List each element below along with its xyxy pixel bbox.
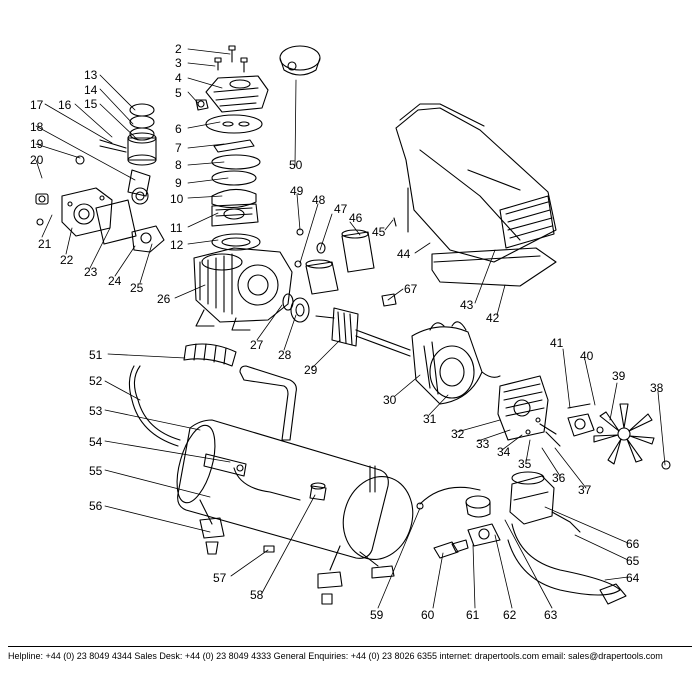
piston-assembly [35, 103, 157, 226]
callout-42: 42 [486, 311, 500, 325]
callout-23: 23 [84, 265, 98, 279]
callout-26: 26 [157, 292, 171, 306]
callout-25: 25 [130, 281, 144, 295]
callout-19: 19 [30, 137, 44, 151]
callout-21: 21 [38, 237, 52, 251]
callout-58: 58 [250, 588, 264, 602]
callout-52: 52 [89, 374, 103, 388]
callout-5: 5 [175, 86, 182, 100]
callout-44: 44 [397, 247, 411, 261]
callout-54: 54 [89, 435, 103, 449]
callout-53: 53 [89, 404, 103, 418]
motor-endplate [497, 375, 561, 447]
callout-14: 14 [84, 83, 98, 97]
crankcase [193, 247, 293, 331]
callout-20: 20 [30, 153, 44, 167]
callout-51: 51 [89, 348, 103, 362]
callout-63: 63 [544, 608, 558, 622]
callout-47: 47 [334, 202, 348, 216]
callout-17: 17 [30, 98, 44, 112]
leader-lines [35, 48, 666, 609]
cooling-fan [567, 403, 671, 470]
callout-35: 35 [518, 457, 532, 471]
callout-45: 45 [372, 225, 386, 239]
callout-66: 66 [626, 537, 640, 551]
callout-61: 61 [466, 608, 480, 622]
cylinder-head-assembly [195, 45, 269, 251]
callout-24: 24 [108, 274, 122, 288]
rotor [315, 307, 411, 357]
callout-36: 36 [552, 471, 566, 485]
callout-34: 34 [497, 445, 511, 459]
callout-32: 32 [451, 427, 465, 441]
callout-37: 37 [578, 483, 592, 497]
crankcase-cover [61, 187, 165, 253]
callout-43: 43 [460, 298, 474, 312]
callout-3: 3 [175, 56, 182, 70]
callout-41: 41 [550, 336, 564, 350]
callout-67: 67 [404, 282, 418, 296]
callout-40: 40 [580, 349, 594, 363]
callout-55: 55 [89, 464, 103, 478]
callout-50: 50 [289, 158, 303, 172]
callout-48: 48 [312, 193, 326, 207]
callout-27: 27 [250, 338, 264, 352]
callout-7: 7 [175, 141, 182, 155]
callout-64: 64 [626, 571, 640, 585]
callout-10: 10 [170, 192, 184, 206]
callout-38: 38 [650, 381, 664, 395]
callout-60: 60 [421, 608, 435, 622]
callout-8: 8 [175, 158, 182, 172]
callout-59: 59 [370, 608, 384, 622]
callout-62: 62 [503, 608, 517, 622]
callout-15: 15 [84, 97, 98, 111]
callout-57: 57 [213, 571, 227, 585]
callout-29: 29 [304, 363, 318, 377]
callout-16: 16 [58, 98, 72, 112]
callout-4: 4 [175, 71, 182, 85]
callout-65: 65 [626, 554, 640, 568]
callout-30: 30 [383, 393, 397, 407]
air-tank [128, 343, 414, 605]
footer-contact-line: Helpline: +44 (0) 23 8049 4344 Sales Des… [8, 651, 663, 661]
callout-56: 56 [89, 499, 103, 513]
capacitors-filter [279, 45, 397, 307]
stator [411, 321, 501, 405]
shroud-cover [393, 103, 557, 287]
callout-33: 33 [476, 437, 490, 451]
outlet-fittings [416, 471, 627, 605]
callout-22: 22 [60, 253, 74, 267]
callout-2: 2 [175, 42, 182, 56]
callout-46: 46 [349, 211, 363, 225]
callout-11: 11 [170, 221, 183, 235]
callout-49: 49 [290, 184, 304, 198]
callout-31: 31 [423, 412, 437, 426]
callout-28: 28 [278, 348, 292, 362]
footer-divider [8, 646, 692, 647]
bearing-parts [282, 293, 310, 323]
callout-6: 6 [175, 122, 182, 136]
callout-39: 39 [612, 369, 626, 383]
callout-18: 18 [30, 120, 44, 134]
callout-13: 13 [84, 68, 98, 82]
callout-12: 12 [170, 238, 184, 252]
callout-9: 9 [175, 176, 182, 190]
